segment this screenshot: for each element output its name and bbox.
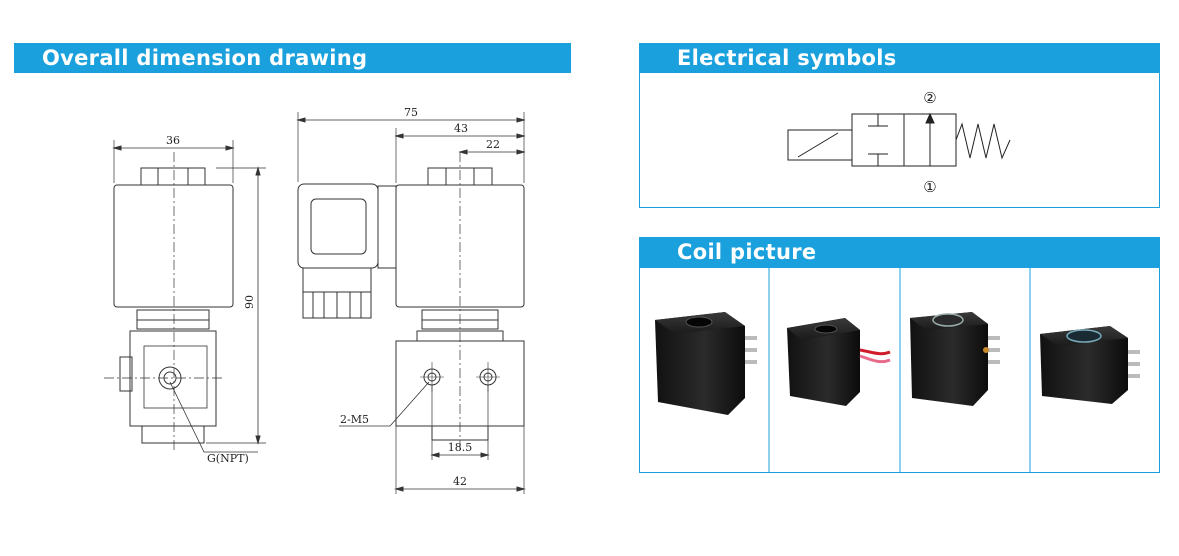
coil-image-2: [787, 318, 891, 406]
nut-offset-dimension: 22: [486, 138, 500, 151]
coil-grid: [768, 268, 1031, 473]
electrical-symbols-heading: Electrical symbols: [639, 43, 1160, 73]
coil-image-3: [910, 312, 1000, 406]
hole-spacing-dimension: 18.5: [448, 441, 473, 454]
front-width-dimension: 36: [166, 134, 180, 147]
body-width-dimension: 42: [453, 475, 467, 488]
coil-image-1: [655, 312, 757, 415]
overall-length-dimension: 75: [404, 106, 418, 119]
electrical-symbols-panel: [639, 73, 1160, 208]
body-offset-dimension: 43: [454, 122, 468, 135]
port-1-label: ①: [923, 178, 936, 196]
mount-holes-label: 2-M5: [340, 413, 369, 426]
coil-image-4: [1040, 326, 1140, 404]
front-view-drawing: [104, 140, 266, 453]
port-2-label: ②: [923, 89, 936, 107]
port-thread-label: G(NPT): [207, 452, 249, 465]
valve-symbol: [787, 112, 1011, 167]
dimension-drawing-heading: Overall dimension drawing: [14, 43, 571, 73]
height-dimension: 90: [243, 295, 256, 309]
side-view-drawing: [296, 112, 526, 494]
coil-picture-heading: Coil picture: [639, 237, 1160, 268]
